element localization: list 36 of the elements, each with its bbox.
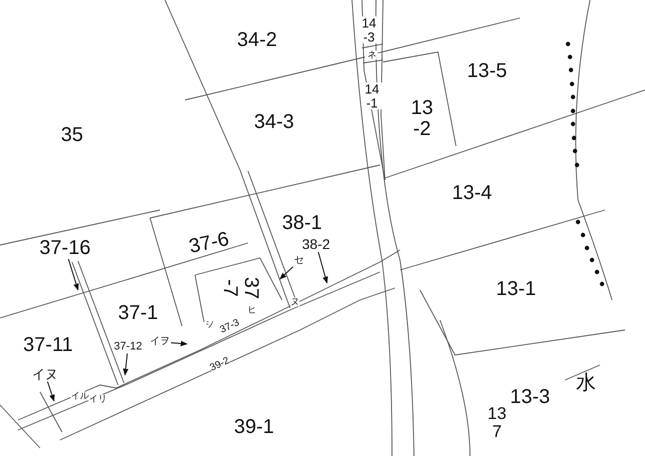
point-mark: ネ [368,50,376,60]
point-mark: イリ [89,394,107,404]
map-symbol: 水 [576,373,596,393]
parcel-number: 34-2 [236,30,278,50]
parcel-number: 37-6 [187,229,231,257]
leader-arrow [318,252,328,284]
parcel-number: 13 7 [486,405,508,441]
parcel-number: 37 -7 [219,276,261,302]
leader-arrow [170,340,188,346]
parcel-number: 13-4 [452,183,492,203]
point-mark: シ [204,318,216,330]
leader-arrow [280,266,294,280]
leader-arrow [47,381,55,402]
point-mark: イル [71,392,89,400]
parcel-number: 38-1 [282,213,322,233]
parcel-number: 13 -2 [410,98,434,140]
parcel-number: 38-2 [302,237,330,251]
parcel-number: 14 -3 [359,16,379,44]
leader-arrow [68,258,79,291]
parcel-number: 39-1 [234,417,274,437]
point-mark: イヲ [150,337,170,347]
leader-arrow [122,353,128,376]
parcel-number: 13-3 [510,387,550,407]
parcel-number: 37-1 [118,303,158,323]
parcel-number: 37-16 [39,238,91,258]
parcel-number: 35 [60,125,84,145]
point-mark: イヌ [32,368,58,380]
parcel-number: 37-11 [23,335,73,355]
parcel-number: 13-1 [496,279,536,299]
parcel-number: 13-5 [466,61,508,81]
point-mark: ヒ [248,306,256,314]
parcel-number: 34-3 [254,112,294,132]
point-mark: セ [294,256,304,266]
parcel-number: 39-2 [208,356,232,374]
parcel-number: 37-12 [114,342,142,352]
point-mark: ヌ [290,298,300,306]
